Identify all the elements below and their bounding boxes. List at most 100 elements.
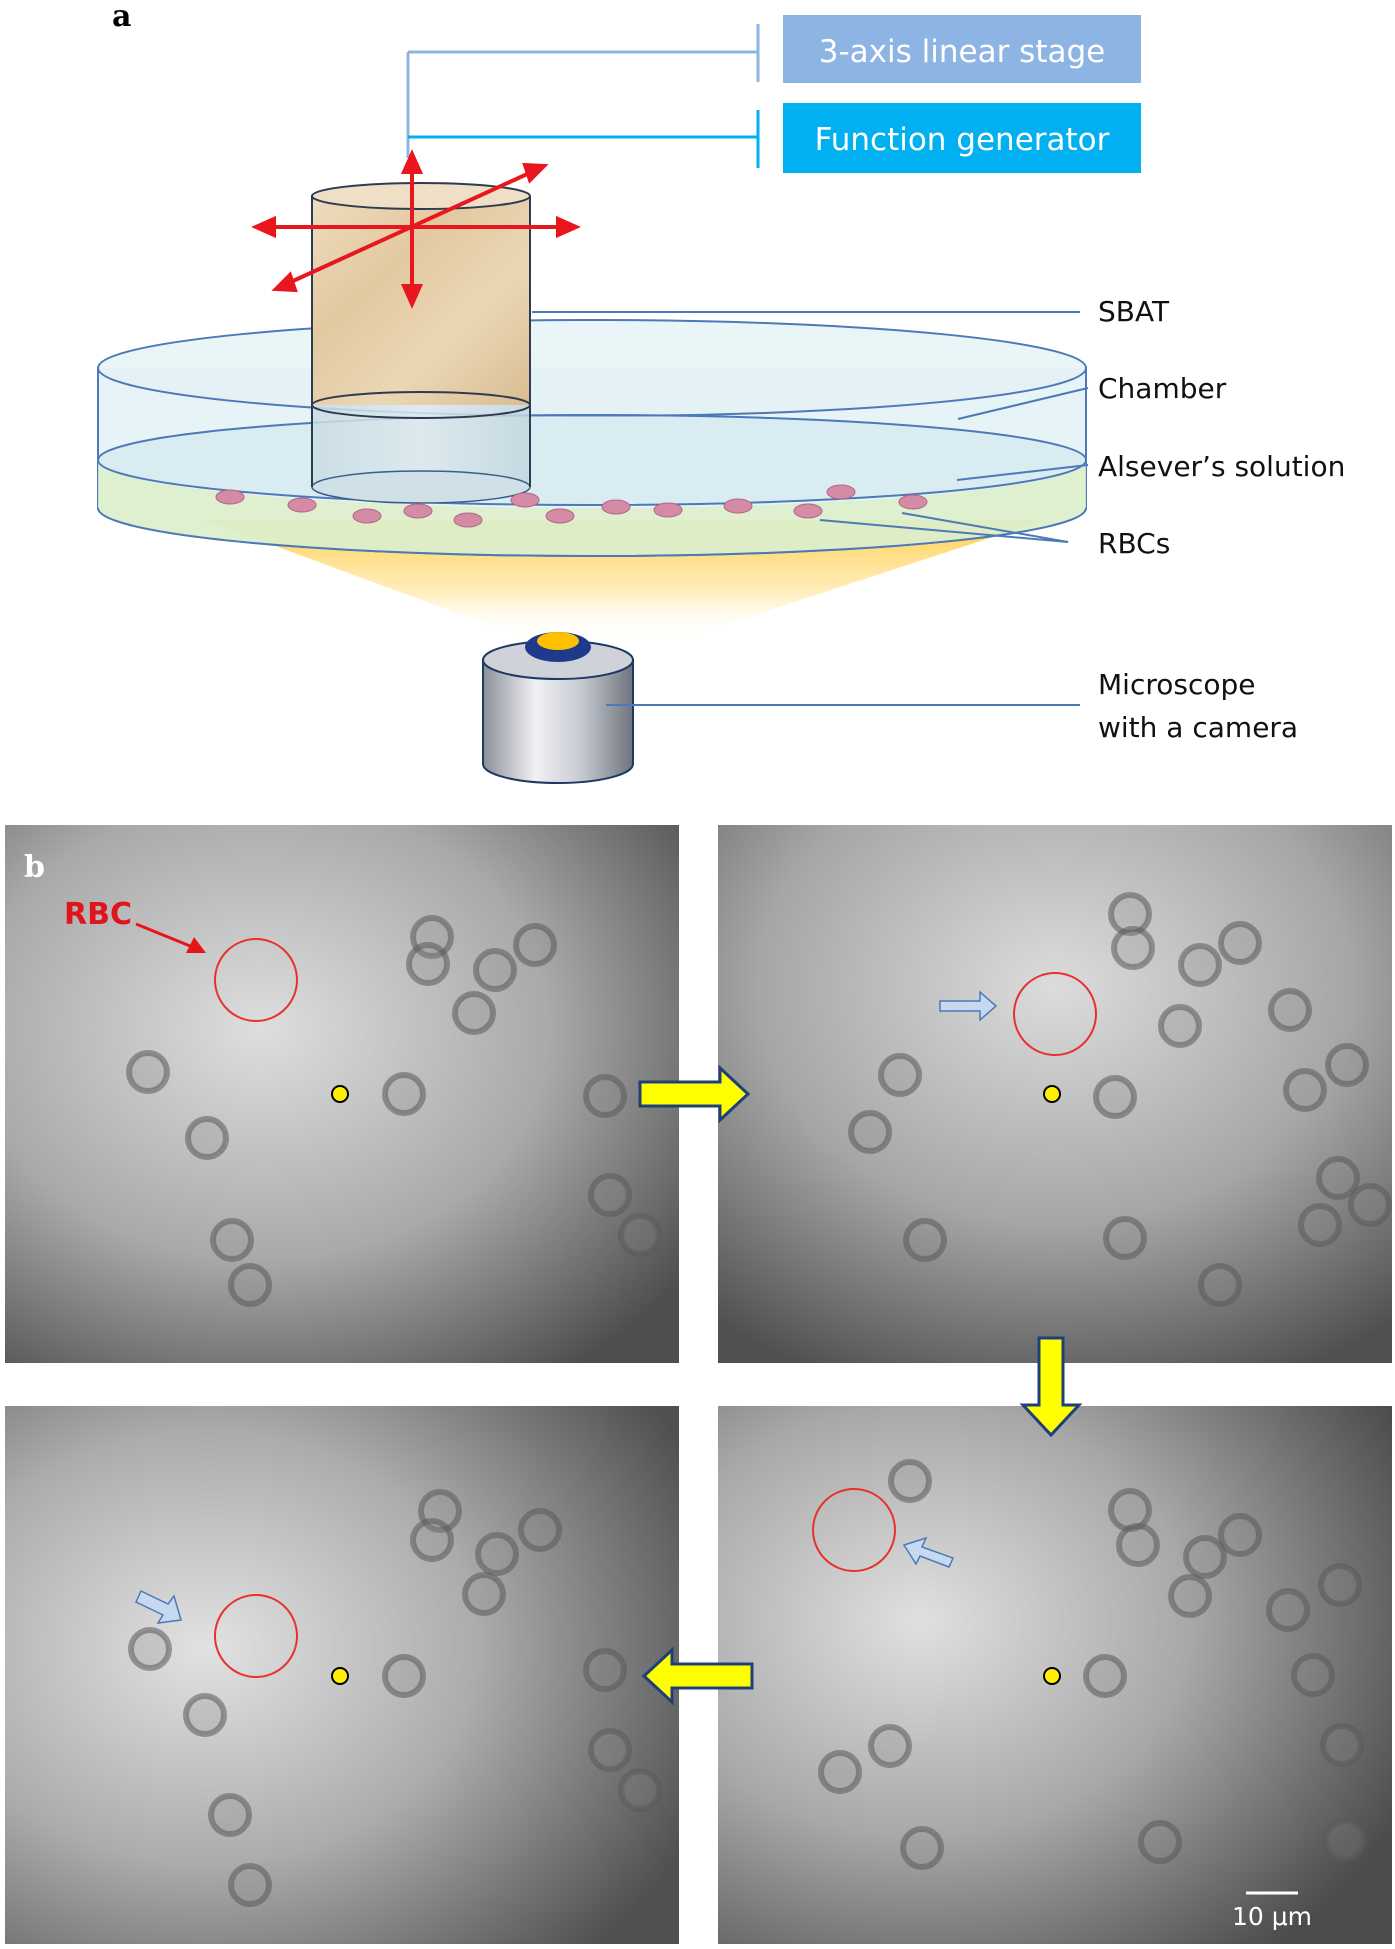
cell-rings [126, 892, 1392, 1907]
cell-ring [228, 1263, 272, 1307]
label-chamber: Chamber [1098, 372, 1227, 405]
cell-ring [128, 1627, 172, 1671]
cell-ring [473, 948, 517, 992]
cell-ring [848, 1110, 892, 1154]
cell-ring [1168, 1574, 1212, 1618]
rbc-dot [510, 492, 540, 508]
scale-bar-label: 10 μm [1232, 1902, 1312, 1931]
rbc-dot [215, 489, 245, 505]
rbc-dot [352, 508, 382, 524]
flow-arrow-down-icon [1019, 1336, 1083, 1438]
rbc-dot [826, 484, 856, 500]
cell-ring [583, 1648, 627, 1692]
tracked-rbc-circle-3 [214, 1594, 298, 1678]
cell-ring [185, 1116, 229, 1160]
cell-ring [1298, 1203, 1342, 1247]
rbc-dot [403, 503, 433, 519]
cell-ring [462, 1572, 506, 1616]
push-arrow-icon-2 [135, 1589, 182, 1624]
cell-ring [452, 991, 496, 1035]
cell-ring [126, 1050, 170, 1094]
cell-ring [475, 1532, 519, 1576]
cell-ring [183, 1693, 227, 1737]
cell-ring [1138, 1820, 1182, 1864]
stage-box [783, 15, 1141, 83]
sbat-cylinder [312, 196, 530, 405]
rbc-dot [545, 508, 575, 524]
rbc-dot [723, 498, 753, 514]
cell-ring [1116, 1523, 1160, 1567]
cell-ring [583, 1074, 627, 1118]
cell-ring [208, 1793, 252, 1837]
chamber-rim [97, 319, 1087, 417]
cell-ring [1108, 1488, 1152, 1532]
axes-arrows-icon [251, 149, 581, 309]
label-microscope-line1: Microscope [1098, 668, 1255, 701]
rbc-dot [453, 512, 483, 528]
rbc-dot [898, 494, 928, 510]
cell-ring [1325, 1043, 1369, 1087]
panel-b-letter: b [24, 850, 45, 885]
cell-ring [513, 923, 557, 967]
tracked-rbc-circle-1 [214, 938, 298, 1022]
generator-box-label: Function generator [815, 122, 1110, 158]
cell-ring [1283, 1068, 1327, 1112]
panel-b: b RBC 10 μm [5, 825, 1392, 1944]
stage-box-label: 3-axis linear stage [819, 34, 1105, 70]
cell-ring [588, 1728, 632, 1772]
cell-ring [1093, 1075, 1137, 1119]
cell-ring [1323, 1818, 1367, 1862]
focal-point-marker-3 [331, 1667, 349, 1685]
label-rbcs: RBCs [1098, 527, 1170, 560]
cell-ring [1218, 921, 1262, 965]
label-sbat: SBAT [1098, 295, 1170, 328]
rbc-dot [601, 499, 631, 515]
rbc-dot [653, 502, 683, 518]
cell-ring [1348, 1183, 1392, 1227]
cell-ring [1108, 892, 1152, 936]
flow-arrow-left-icon [641, 1646, 754, 1706]
rbc-dots [215, 484, 928, 528]
focal-point-marker-4 [1043, 1667, 1061, 1685]
rbc-dot [793, 503, 823, 519]
cell-ring [210, 1218, 254, 1262]
cell-ring [410, 1518, 454, 1562]
microscope-icon [482, 632, 634, 784]
flow-arrow-right-icon [638, 1064, 751, 1124]
cell-ring [1158, 1004, 1202, 1048]
cell-ring [818, 1750, 862, 1794]
cell-ring [888, 1459, 932, 1503]
rbc-pointer-arrow-icon [135, 922, 206, 953]
rbc-label: RBC [64, 897, 132, 932]
push-arrow-icon-1 [939, 990, 998, 1022]
cell-ring [1218, 1513, 1262, 1557]
cell-ring [1183, 1535, 1227, 1579]
cell-ring [1083, 1654, 1127, 1698]
cell-ring [1111, 926, 1155, 970]
panel-a-letter: a [112, 0, 131, 34]
cell-ring [1318, 1563, 1362, 1607]
cell-ring [900, 1826, 944, 1870]
tracked-rbc-circle-4 [812, 1488, 896, 1572]
cell-ring [1291, 1653, 1335, 1697]
cell-ring [1268, 988, 1312, 1032]
cell-ring [1103, 1216, 1147, 1260]
solution-surface [97, 414, 1087, 506]
panel-a: a 3-axis linear stage Function generator [97, 0, 1345, 784]
cell-ring [406, 942, 450, 986]
cell-ring [382, 1072, 426, 1116]
cell-ring [1320, 1723, 1364, 1767]
cell-ring [903, 1218, 947, 1262]
cell-ring [878, 1053, 922, 1097]
solution-layer [98, 460, 1086, 556]
focal-point-marker-2 [1043, 1085, 1061, 1103]
focal-point-marker-1 [331, 1085, 349, 1103]
rbc-dot [287, 497, 317, 513]
generator-box [783, 103, 1141, 173]
cell-ring [382, 1654, 426, 1698]
cell-ring [1198, 1263, 1242, 1307]
cell-ring [618, 1768, 662, 1812]
push-arrow-icon-3 [902, 1536, 955, 1568]
cell-ring [1316, 1156, 1360, 1200]
